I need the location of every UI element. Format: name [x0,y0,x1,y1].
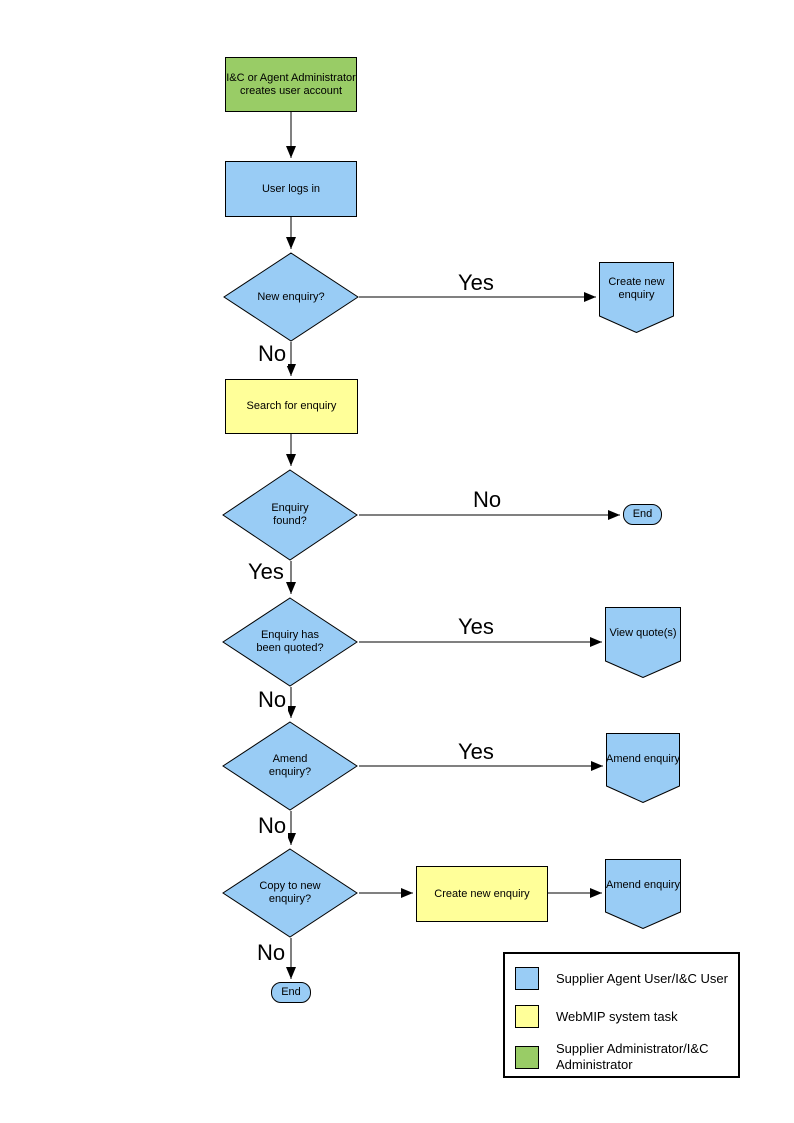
process-create-new-enquiry: Create new enquiry [416,866,548,922]
edge-label-quoted-yes: Yes [456,614,496,639]
node-label: Create new enquiry [608,275,665,301]
edge-label-amend-no: No [256,813,289,838]
decision-enquiry-found: Enquiry found? [222,469,358,561]
node-label: Amend enquiry [606,879,680,892]
node-label: Amend enquiry? [268,753,312,778]
node-label: Enquiry has been quoted? [256,629,324,654]
legend-swatch-yellow [515,1005,539,1028]
edge-label-new-enquiry-no: No [256,341,289,366]
node-label: User logs in [261,182,321,195]
legend-label: WebMIP system task [556,1008,678,1024]
legend-box: Supplier Agent User/I&C User WebMIP syst… [503,952,740,1078]
decision-enquiry-quoted: Enquiry has been quoted? [222,597,358,687]
diamond-shape [222,597,358,687]
decision-new-enquiry: New enquiry? [223,252,359,342]
edge-label-enquiry-found-no: No [471,487,504,512]
terminator-end-bottom: End [271,982,311,1003]
decision-copy-to-new-enquiry: Copy to new enquiry? [222,848,358,938]
diamond-shape [223,252,359,342]
offpage-amend-enquiry-2: Amend enquiry [605,859,681,929]
legend-label: Supplier Administrator/I&C Administrator [556,1041,709,1072]
legend-item-user: Supplier Agent User/I&C User [515,967,728,990]
pentagon-shape [605,859,681,929]
node-label: View quote(s) [609,627,677,640]
pentagon-shape [606,733,680,803]
node-label: Create new enquiry [434,887,530,900]
offpage-amend-enquiry-1: Amend enquiry [606,733,680,803]
edge-label-amend-yes: Yes [456,739,496,764]
diamond-shape [222,848,358,938]
legend-item-admin: Supplier Administrator/I&C Administrator [515,1041,708,1073]
node-label: Enquiry found? [271,502,309,527]
node-admin-creates-account: I&C or Agent Administrator creates user … [225,57,357,112]
node-label: End [632,508,653,520]
terminator-end-right: End [623,504,662,525]
decision-amend-enquiry: Amend enquiry? [222,721,358,811]
legend-swatch-green [515,1045,539,1069]
node-label: I&C or Agent Administrator creates user … [226,71,356,97]
node-label: Search for enquiry [246,400,337,412]
diamond-shape [222,721,358,811]
node-label: Amend enquiry [606,753,680,766]
offpage-create-new-enquiry: Create new enquiry [599,262,674,333]
legend-item-system-task: WebMIP system task [515,1005,678,1028]
node-label: New enquiry? [257,290,325,303]
legend-swatch-blue [515,967,539,990]
legend-label: Supplier Agent User/I&C User [556,970,728,986]
pentagon-shape [599,262,674,333]
node-user-logs-in: User logs in [225,161,357,217]
offpage-view-quotes: View quote(s) [605,607,681,678]
edge-label-new-enquiry-yes: Yes [456,270,496,295]
pentagon-shape [605,607,681,678]
edge-label-quoted-no: No [256,687,289,712]
edge-label-enquiry-found-yes: Yes [246,559,286,584]
edge-label-copy-no: No [255,940,288,965]
node-label: End [281,986,301,998]
diamond-shape [222,469,358,561]
process-search-for-enquiry: Search for enquiry [225,379,358,434]
node-label: Copy to new enquiry? [259,880,321,905]
